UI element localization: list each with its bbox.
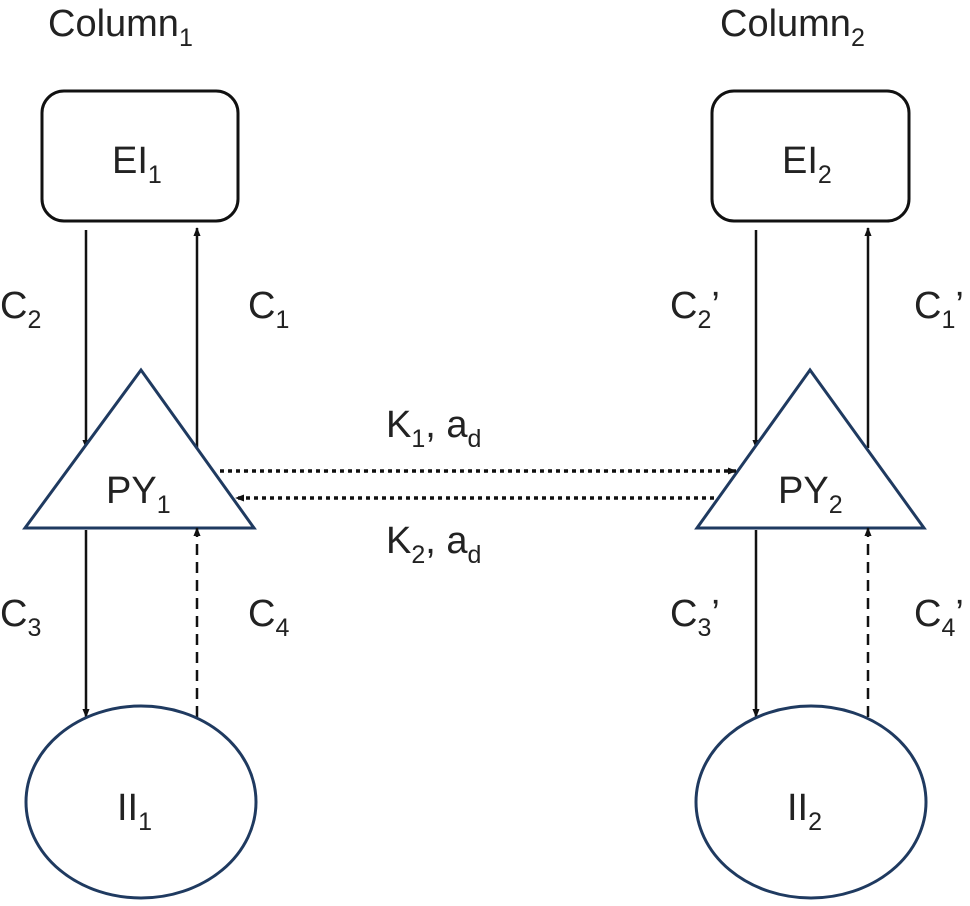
c3-prime-label: C3’ xyxy=(670,593,720,642)
ii-1-label: II1 xyxy=(117,787,152,836)
c1-prime-label: C1’ xyxy=(914,285,964,334)
ei-1-label: EI1 xyxy=(112,140,162,189)
c4-prime-label: C4’ xyxy=(914,593,964,642)
column-1: Column1 EI1 C2 C1 PY1 C3 C4 II1 xyxy=(0,3,289,900)
column-2-title: Column2 xyxy=(720,3,865,52)
ei-2-box xyxy=(710,89,911,223)
py-1-label: PY1 xyxy=(106,470,171,519)
ii-1-ellipse xyxy=(24,704,258,900)
c2-label: C2 xyxy=(0,285,41,334)
py-2-label: PY2 xyxy=(778,470,843,519)
ei-1-box xyxy=(40,89,240,223)
py-2-triangle xyxy=(694,367,927,530)
column-2: Column2 EI2 C2’ C1’ PY2 C3’ C4’ II2 xyxy=(670,3,964,900)
py-1-triangle xyxy=(22,367,257,530)
inter-column-coupling: K1, ad K2, ad xyxy=(220,404,737,569)
coupling-k2-label: K2, ad xyxy=(386,520,481,569)
c1-label: C1 xyxy=(248,285,289,334)
c4-label: C4 xyxy=(248,593,289,642)
ii-2-ellipse xyxy=(694,704,928,900)
coupling-k1-label: K1, ad xyxy=(386,404,481,453)
ii-2-label: II2 xyxy=(787,787,822,836)
c3-label: C3 xyxy=(0,593,41,642)
column-1-title: Column1 xyxy=(48,3,193,52)
ei-2-label: EI2 xyxy=(782,140,832,189)
c2-prime-label: C2’ xyxy=(670,285,720,334)
